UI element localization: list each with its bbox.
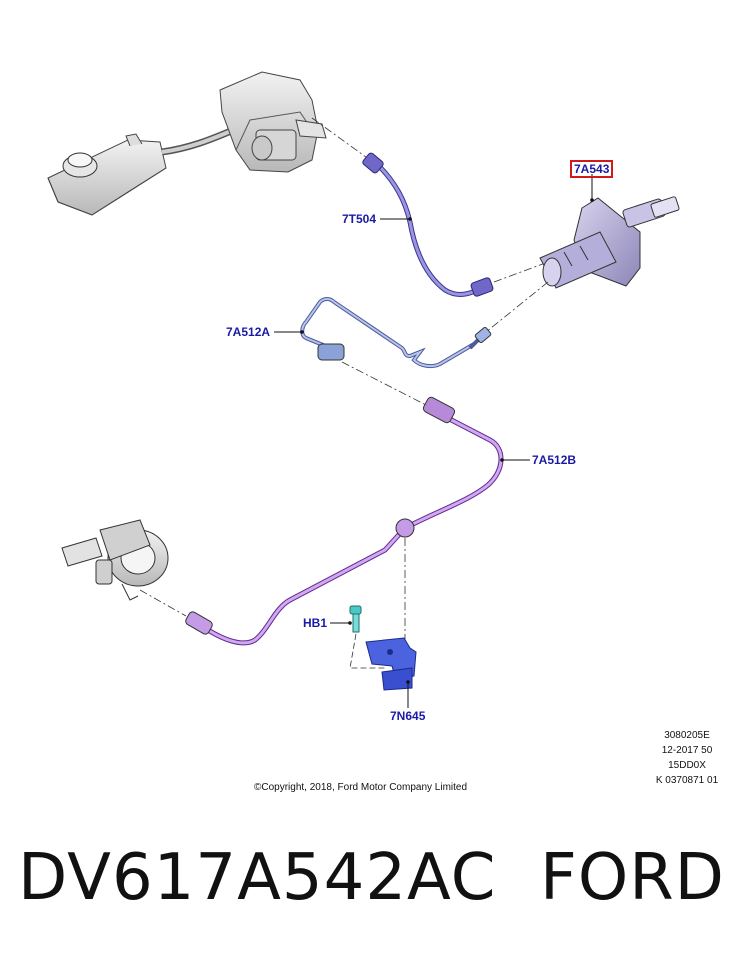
meta-line: K 0370871 01 — [655, 775, 719, 786]
supply-hose-7t504 — [362, 152, 494, 297]
part-number: DV617A542AC — [18, 841, 497, 915]
pressure-line-7a512b — [185, 396, 504, 646]
leader-line — [493, 261, 549, 283]
leader-line — [485, 281, 549, 333]
diagram-metadata: 3080205E 12-2017 50 15DD0X K 0370871 01 — [640, 728, 734, 788]
callout-7t504: 7T504 — [342, 212, 377, 226]
clutch-hydraulic-diagram — [47, 71, 680, 708]
fluid-reservoir-assembly — [47, 71, 327, 216]
clutch-master-cylinder-7a543 — [539, 196, 680, 289]
leader-line — [311, 117, 371, 161]
callout-7n645: 7N645 — [390, 709, 426, 723]
pressure-line-7a512a — [300, 297, 492, 369]
concentric-slave-cylinder — [61, 519, 169, 601]
bracket-7n645 — [365, 637, 417, 691]
callout-7a512a: 7A512A — [226, 325, 271, 339]
callout-7a543: 7A543 — [570, 160, 614, 178]
callout-hb1: HB1 — [303, 616, 328, 630]
meta-line: 3080205E — [664, 730, 710, 741]
bolt-hb1 — [349, 605, 362, 633]
leader-line — [341, 361, 429, 407]
leader-line — [349, 633, 386, 669]
callout-7a512b: 7A512B — [532, 453, 577, 467]
brand-name: FORD — [540, 841, 725, 915]
leader-line — [139, 589, 187, 617]
meta-line: 15DD0X — [668, 760, 706, 771]
copyright-notice: ©Copyright, 2018, Ford Motor Company Lim… — [254, 782, 468, 793]
meta-line: 12-2017 50 — [661, 745, 713, 756]
